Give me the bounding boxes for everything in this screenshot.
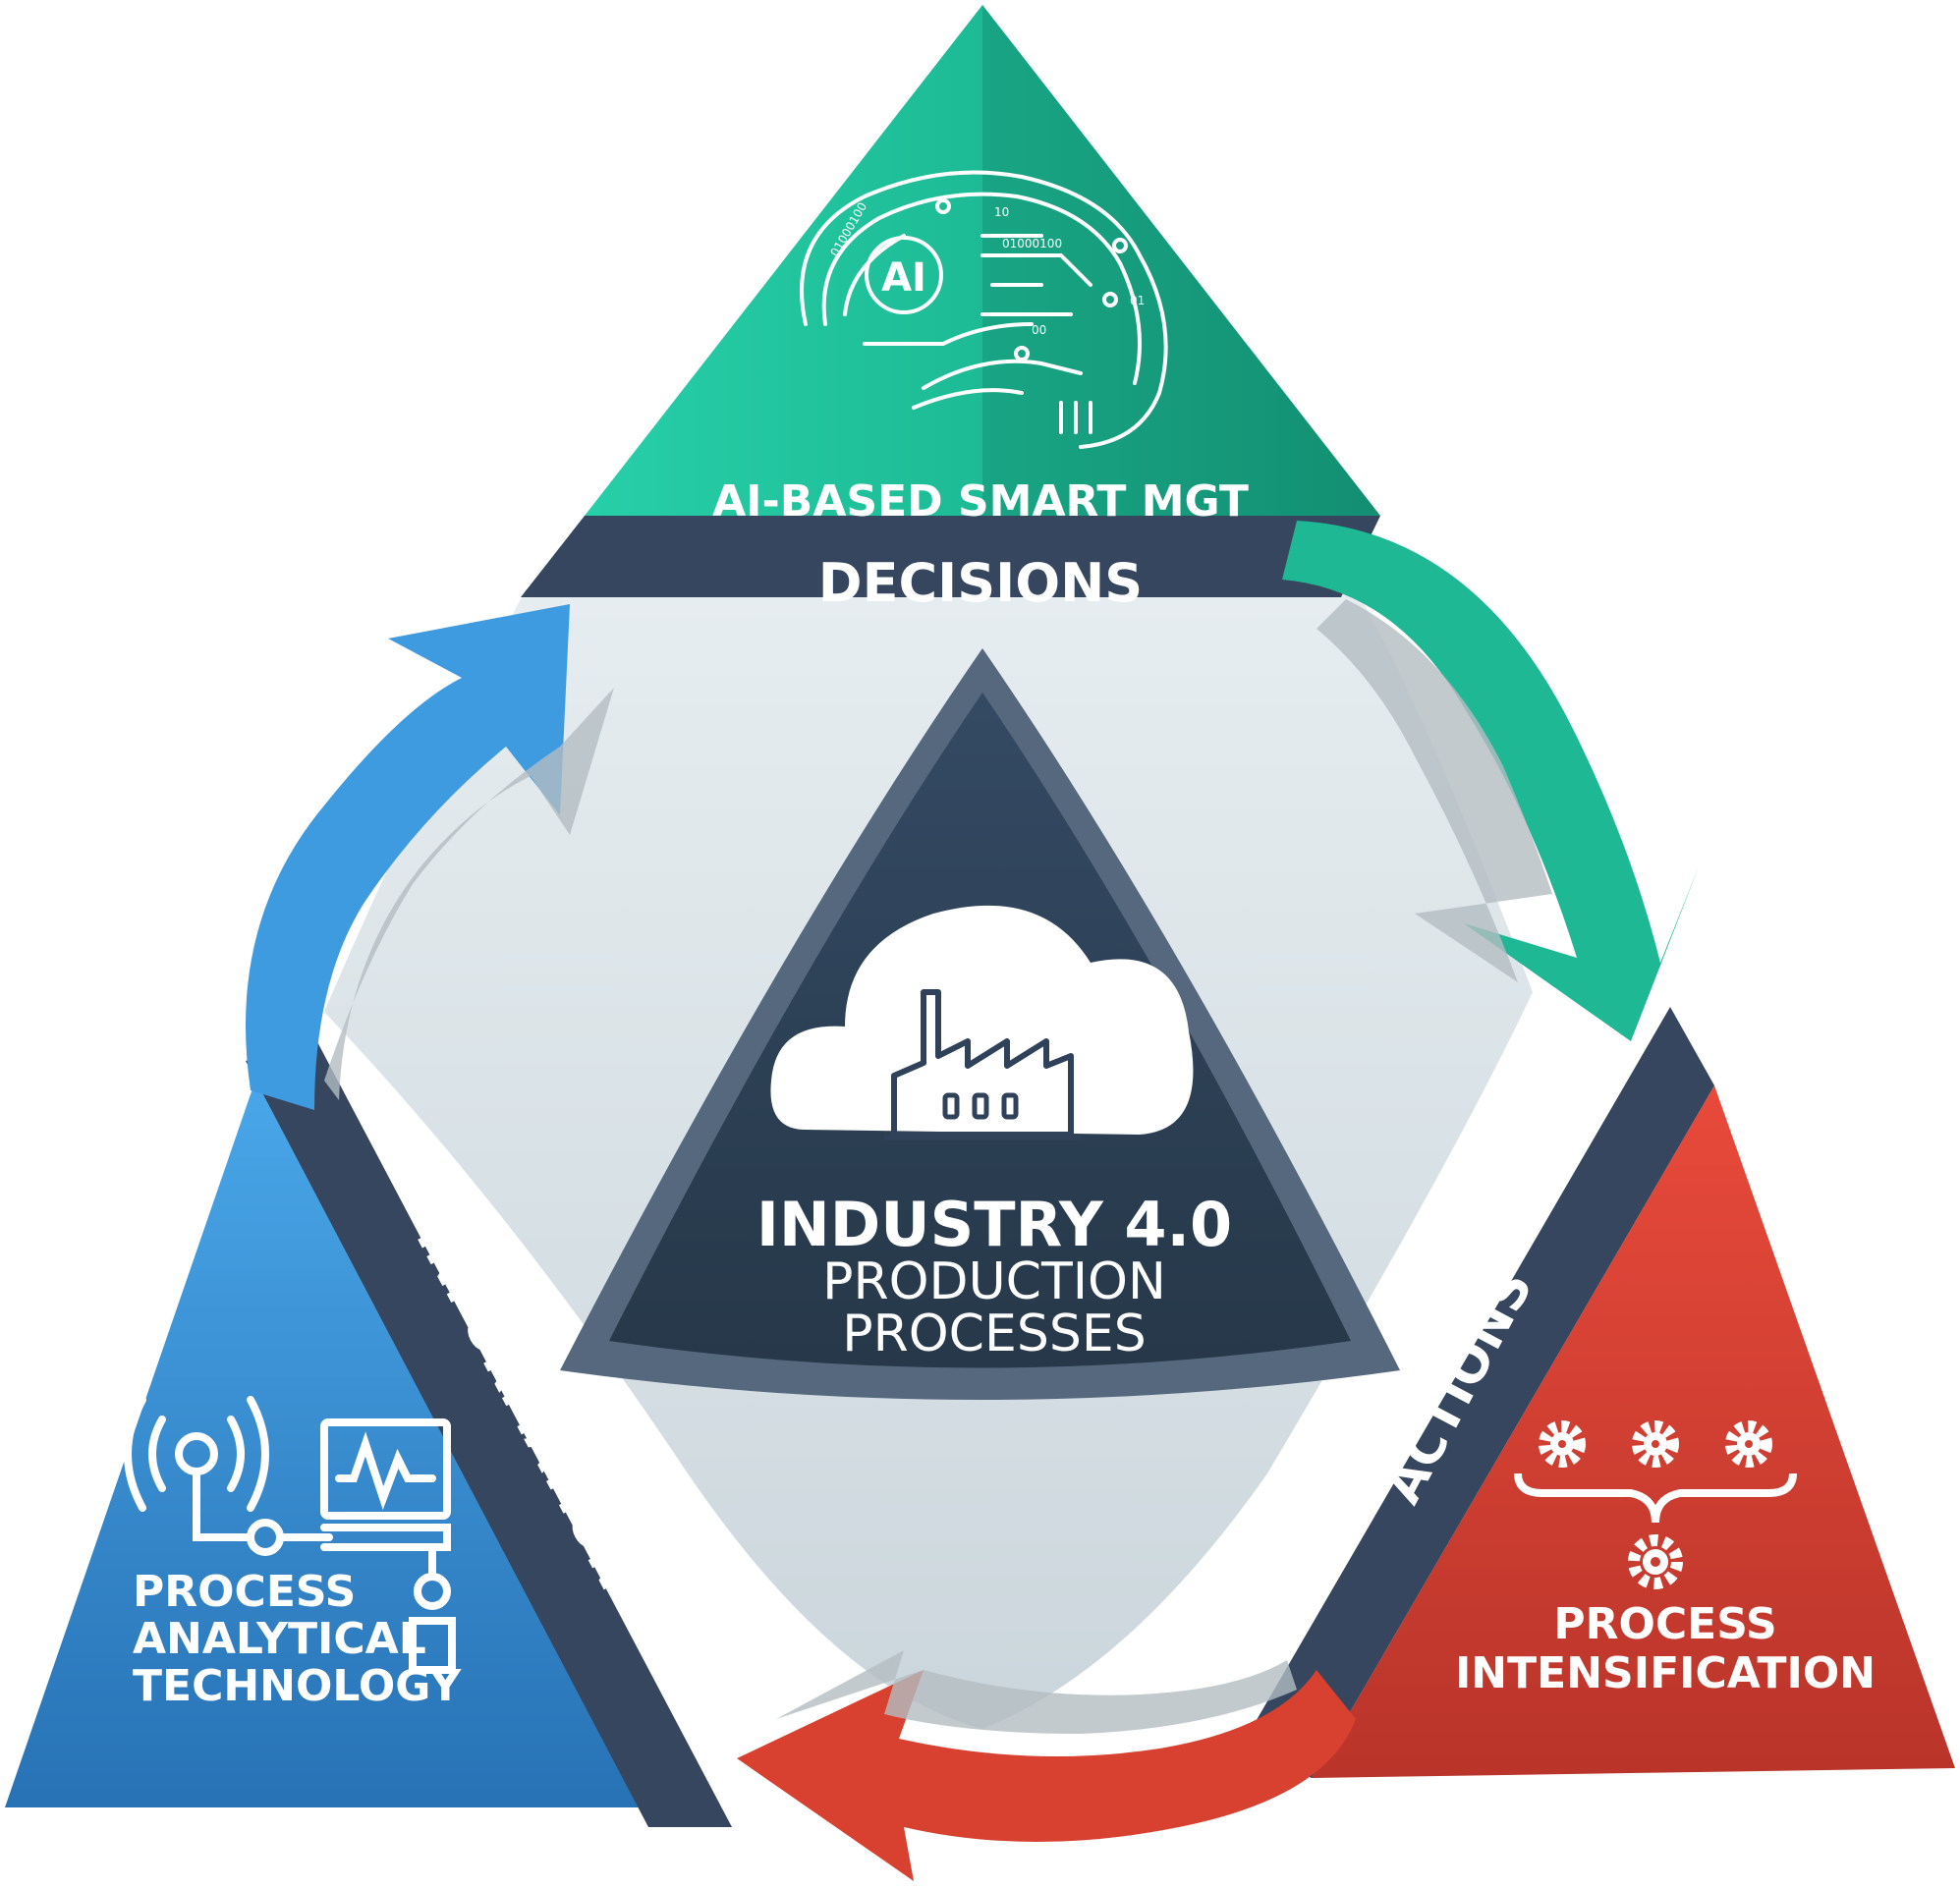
cloud-factory-icon: [770, 905, 1194, 1140]
decisions-label: DECISIONS: [818, 552, 1143, 614]
blue-arrow-shadow: [324, 688, 614, 1100]
decisions-band: [521, 516, 1380, 597]
center-title: INDUSTRY 4.0: [756, 1189, 1232, 1260]
right-segment: [1312, 1085, 1955, 1778]
right-label-line2: INTENSIFICATION: [1455, 1648, 1876, 1698]
information-band: [246, 1036, 732, 1827]
top-label: AI-BASED SMART MGT: [712, 476, 1249, 527]
green-arrow-shadow: [1316, 599, 1552, 982]
top-segment: [585, 5, 1380, 516]
ai-binary-5: 01: [1130, 294, 1145, 307]
left-label-line3: TECHNOLOGY: [133, 1661, 462, 1711]
green-arrow: [1282, 521, 1700, 1041]
right-label-line1: PROCESS: [1553, 1599, 1776, 1649]
ai-binary-3: 10: [994, 205, 1009, 219]
actions-band: [1243, 1007, 1714, 1778]
ai-icon-text: AI: [881, 255, 926, 301]
blue-arrow: [246, 604, 570, 1110]
red-arrow-shadow: [776, 1650, 1297, 1734]
left-label-line1: PROCESS: [133, 1567, 356, 1617]
center-line2: PROCESSES: [842, 1305, 1146, 1363]
ai-binary-4: 00: [1032, 323, 1046, 337]
ai-brain-circuit-icon: [800, 170, 1168, 449]
gears-icon: [1514, 1420, 1797, 1589]
red-arrow: [737, 1670, 1356, 1881]
center-line1: PRODUCTION: [822, 1252, 1166, 1311]
ai-binary-1: 01000100: [1002, 237, 1062, 250]
sensor-monitor-icon: [124, 1396, 456, 1674]
left-label-line2: ANALYTICAL: [133, 1614, 426, 1664]
